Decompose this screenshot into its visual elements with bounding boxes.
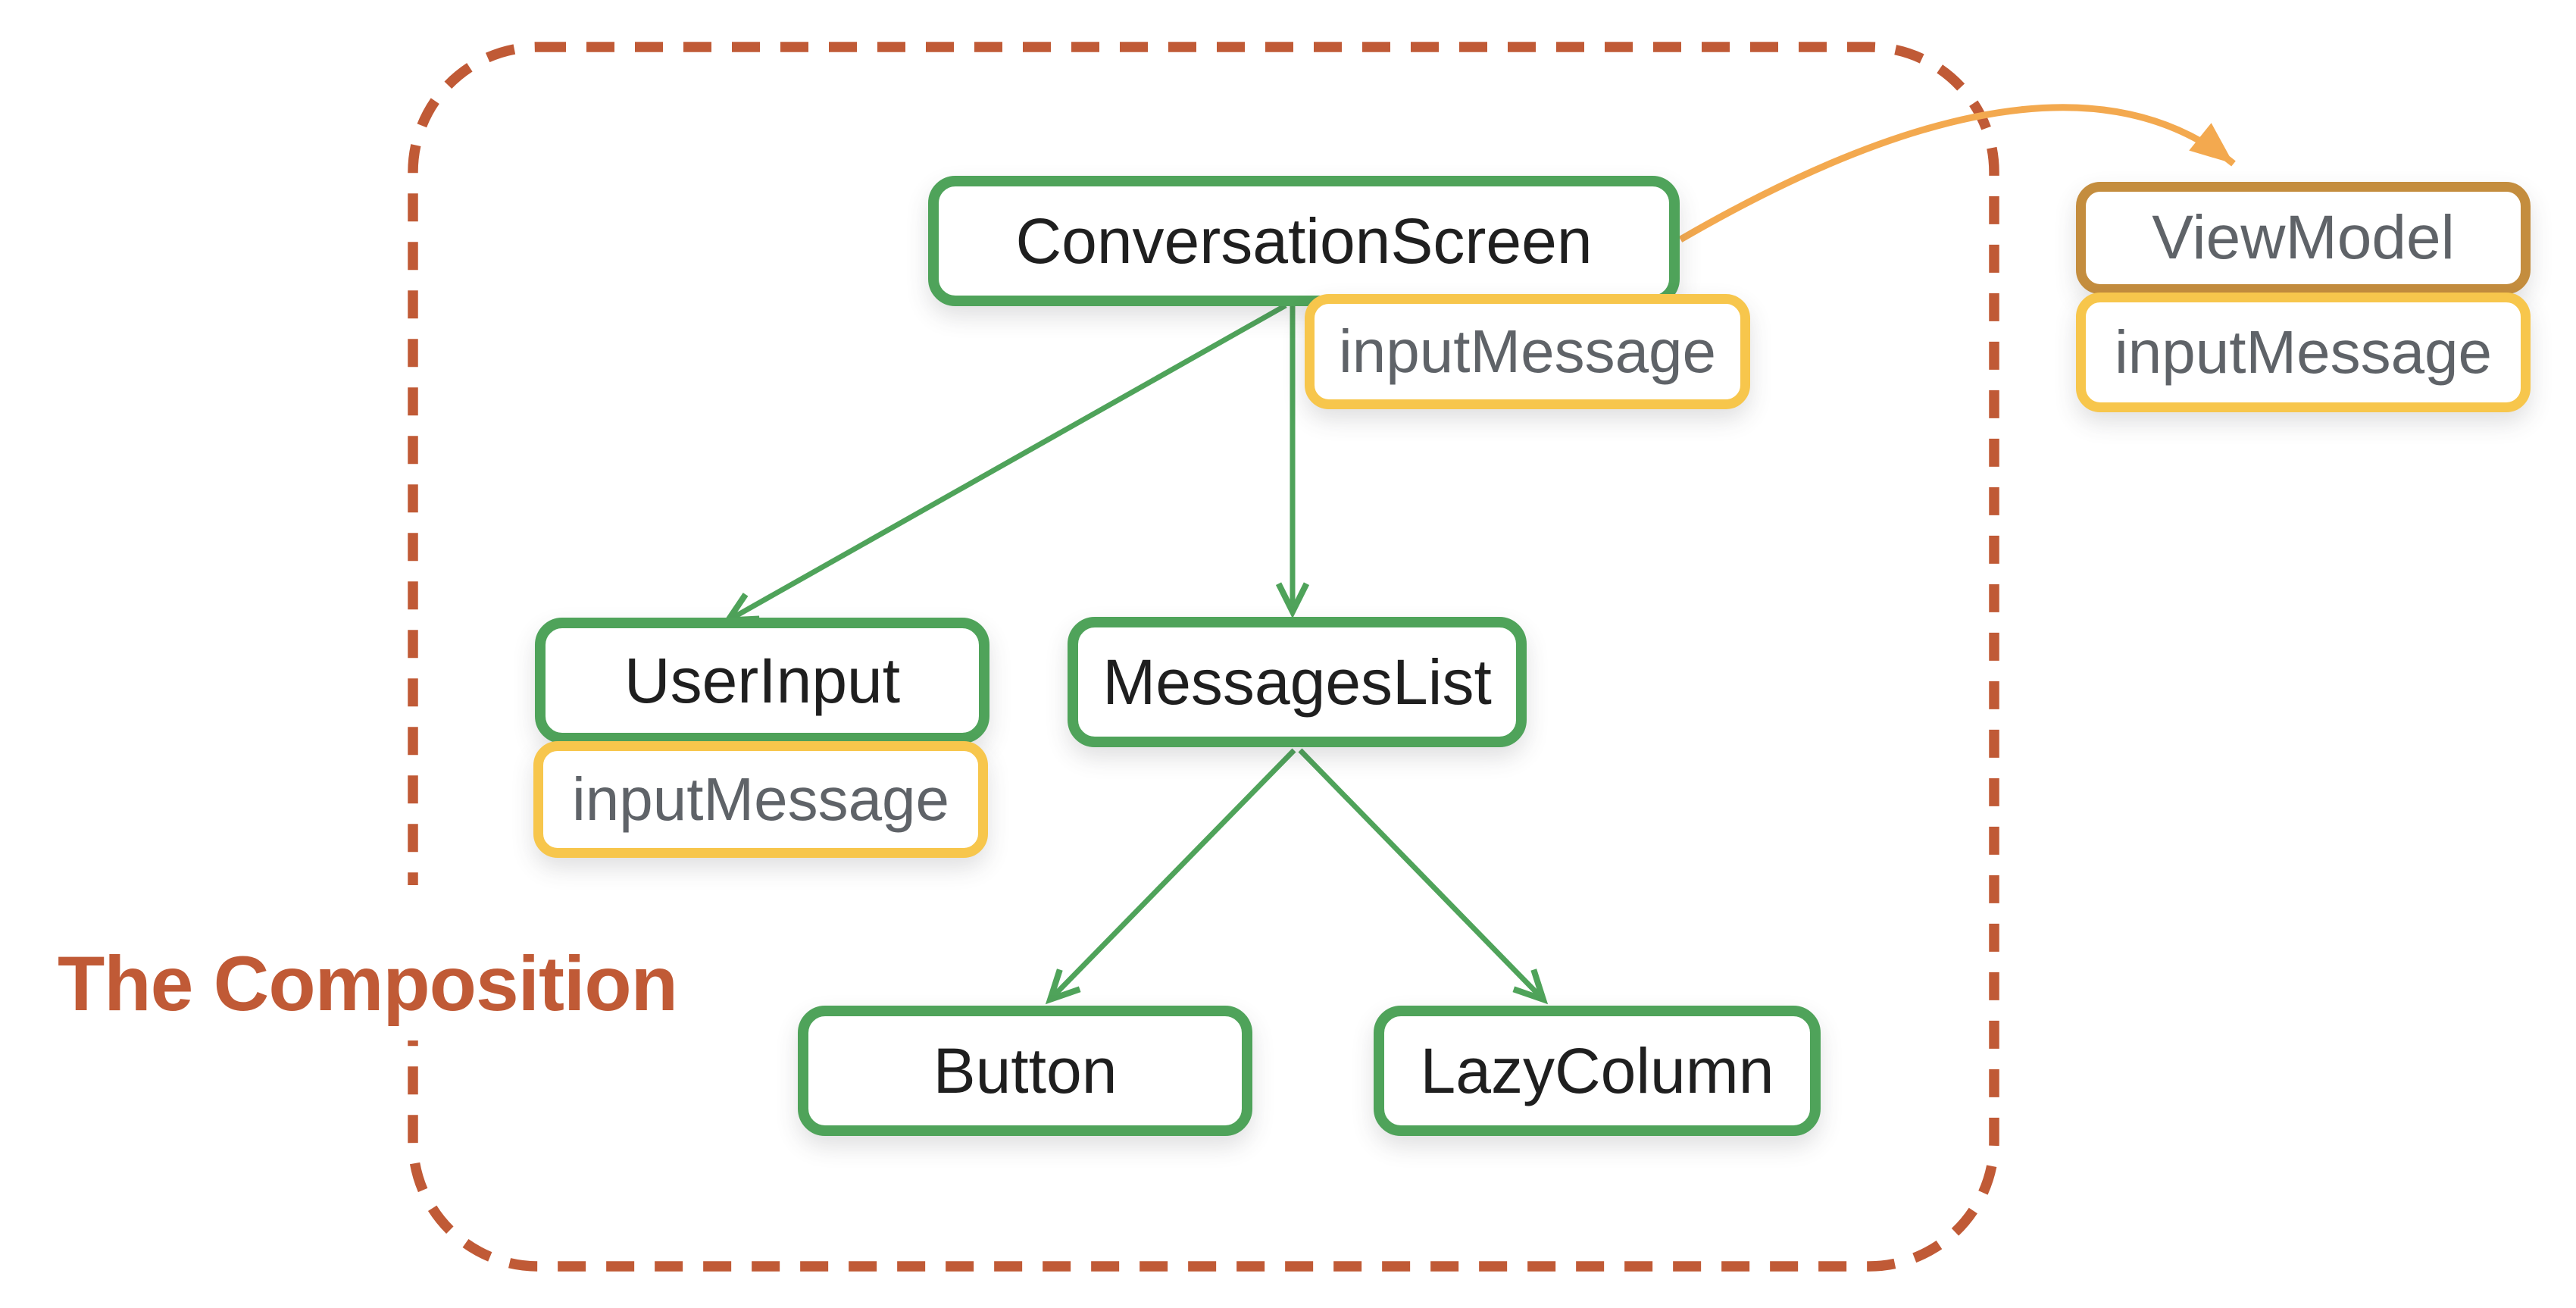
node-view-model-state-label: inputMessage bbox=[2114, 318, 2493, 386]
node-lazy-column: LazyColumn bbox=[1374, 1006, 1821, 1136]
node-user-input-state: inputMessage bbox=[533, 741, 988, 858]
node-button-label: Button bbox=[933, 1034, 1118, 1106]
node-user-input-label: UserInput bbox=[624, 644, 901, 716]
diagram-title: The Composition bbox=[58, 940, 678, 1028]
boundary-title-gap bbox=[377, 885, 449, 1040]
node-user-input: UserInput bbox=[535, 618, 989, 743]
node-conversation-screen-state-label: inputMessage bbox=[1338, 318, 1717, 385]
edge-conversationscreen-viewmodel-arrow bbox=[1678, 104, 2236, 243]
node-user-input-state-label: inputMessage bbox=[571, 765, 950, 833]
node-conversation-screen-state: inputMessage bbox=[1305, 294, 1750, 409]
node-messages-list-label: MessagesList bbox=[1102, 646, 1492, 718]
node-button: Button bbox=[798, 1006, 1252, 1136]
node-messages-list: MessagesList bbox=[1068, 617, 1527, 747]
node-view-model: ViewModel bbox=[2076, 182, 2531, 294]
node-lazy-column-label: LazyColumn bbox=[1420, 1034, 1774, 1106]
edge-messageslist-button bbox=[1045, 748, 1296, 1005]
diagram-title-label: The Composition bbox=[58, 940, 678, 1027]
edge-messageslist-lazycolumn bbox=[1298, 748, 1549, 1005]
composition-boundary-dashed-border bbox=[408, 42, 1999, 1272]
node-conversation-screen: ConversationScreen bbox=[928, 176, 1680, 306]
edge-conversationscreen-userinput bbox=[722, 302, 1287, 624]
node-conversation-screen-label: ConversationScreen bbox=[1015, 205, 1593, 277]
node-view-model-label: ViewModel bbox=[2152, 203, 2455, 272]
node-view-model-state: inputMessage bbox=[2076, 293, 2531, 412]
